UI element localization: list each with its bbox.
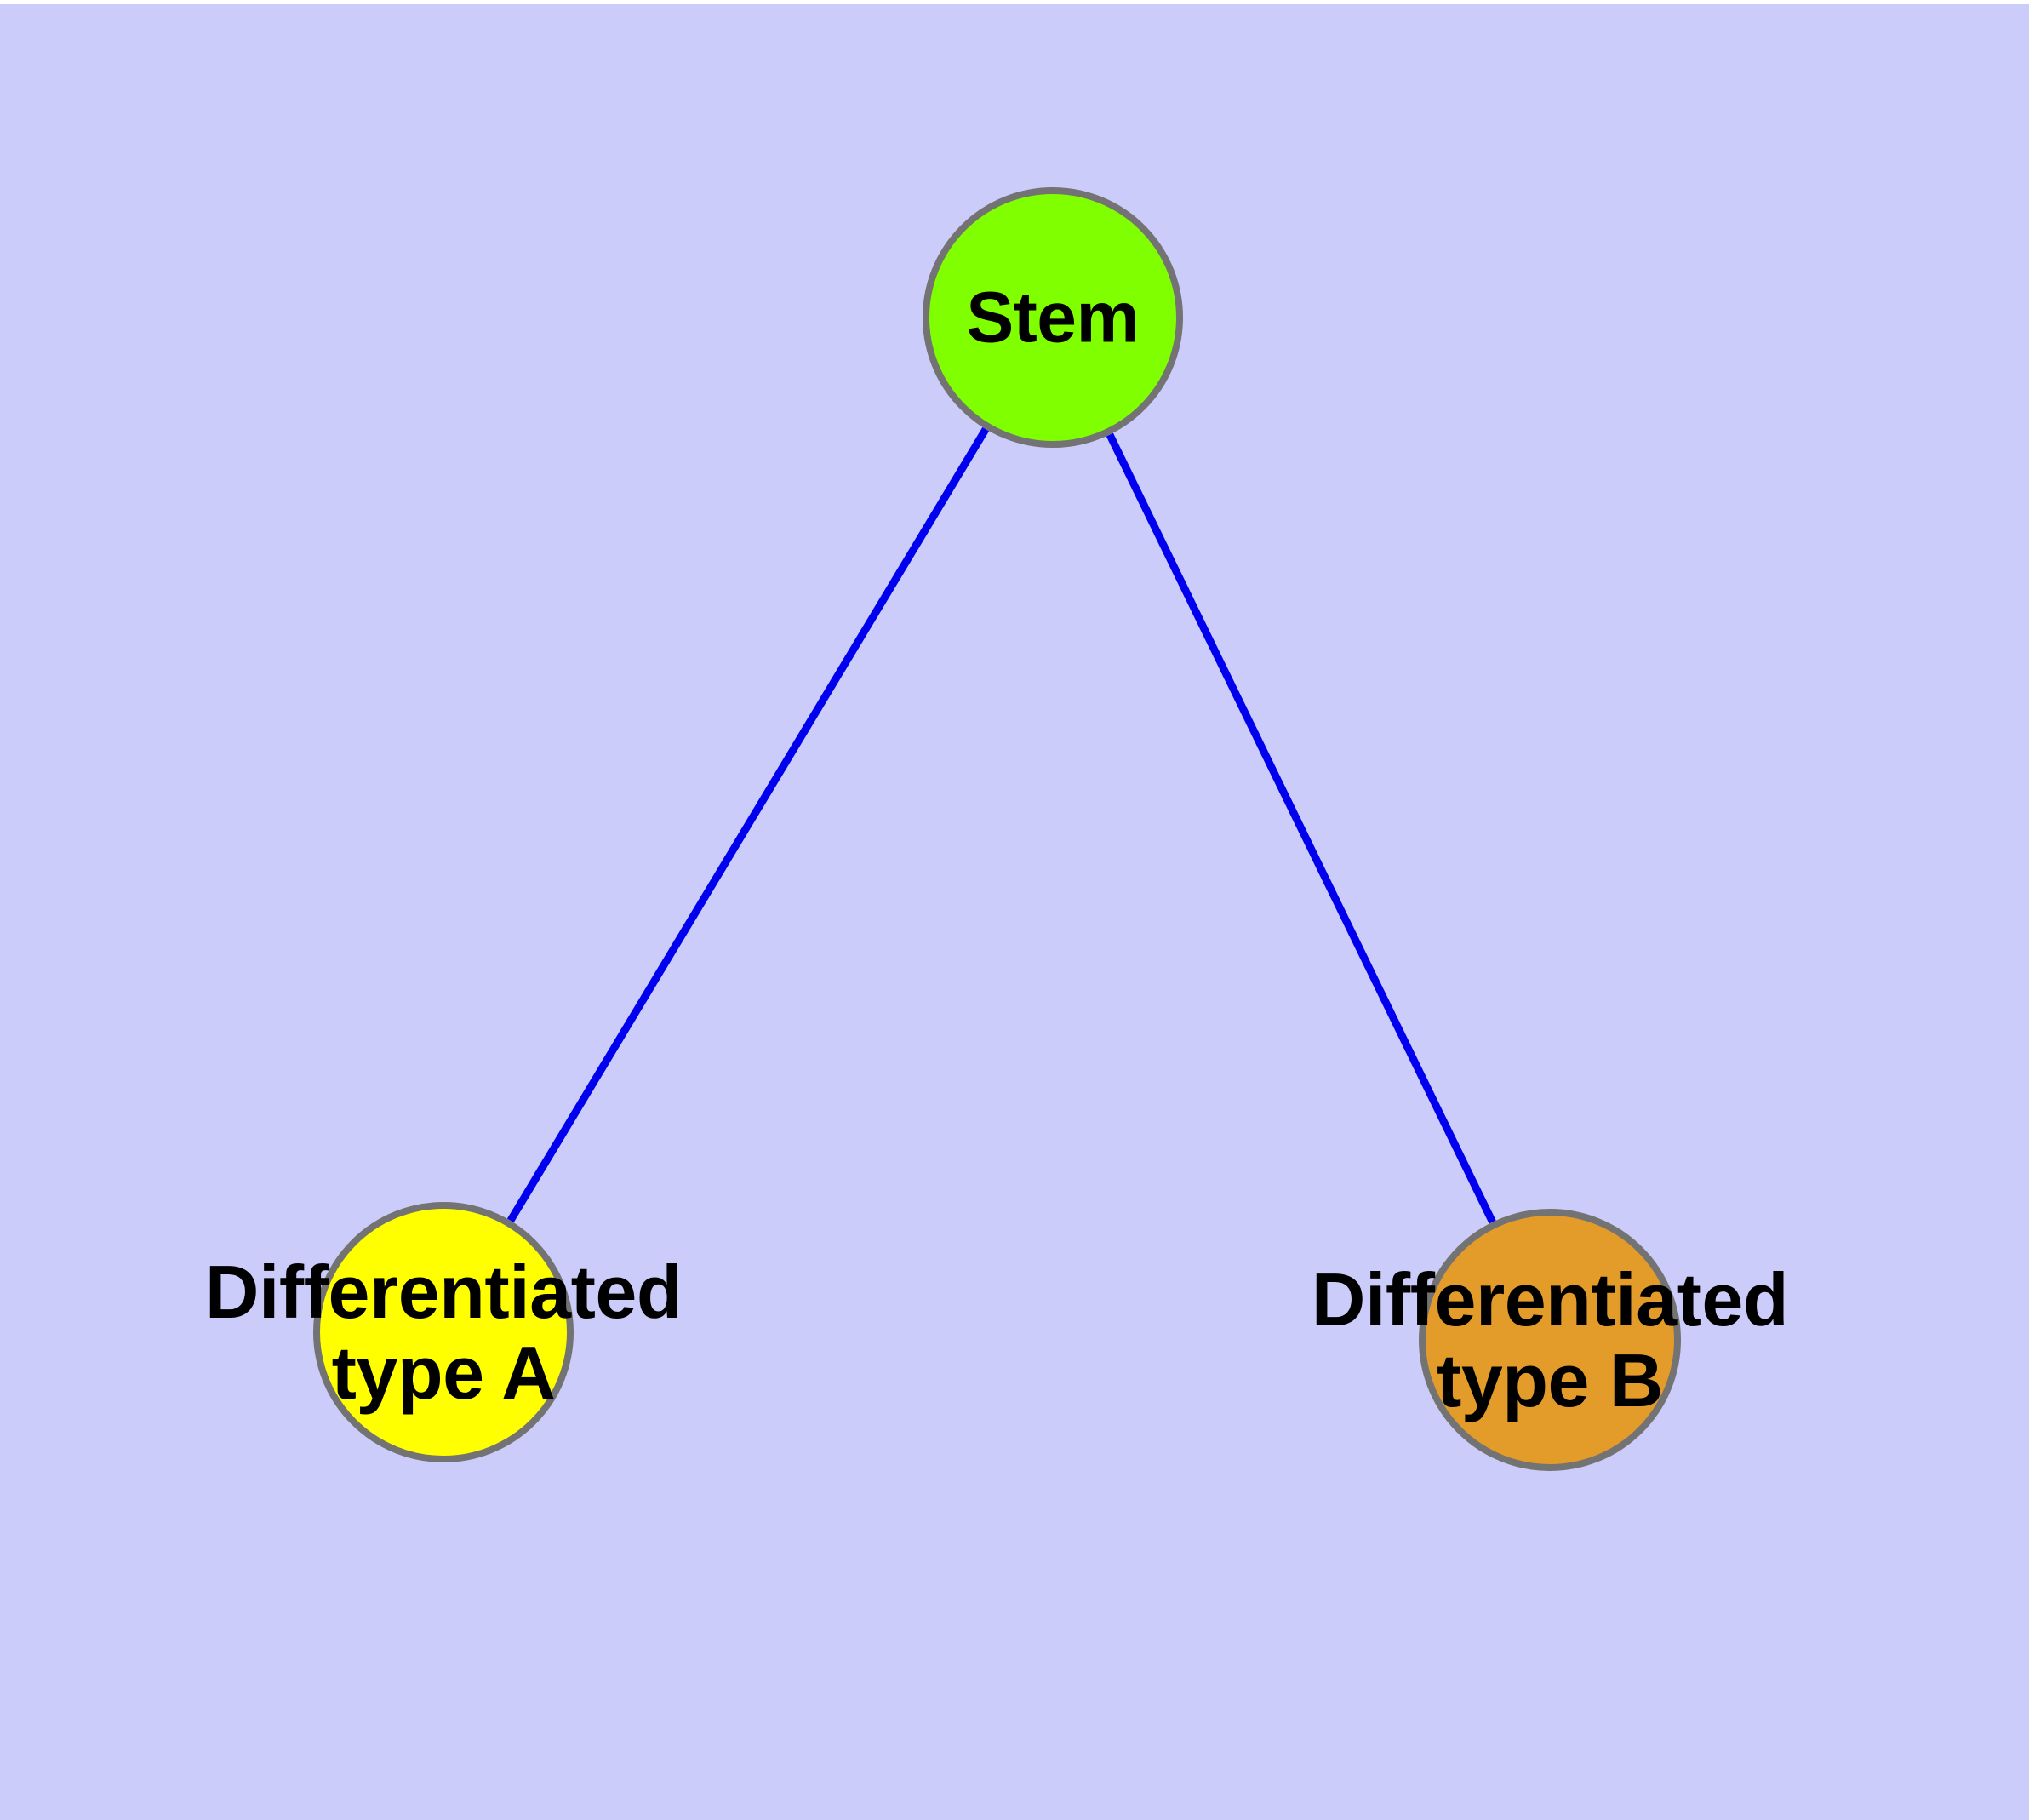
graph-edge <box>1106 432 1496 1224</box>
graph-edge <box>506 426 990 1223</box>
edge-layer <box>506 426 1496 1224</box>
graph-node-diff_a[interactable] <box>313 1202 574 1462</box>
graph-node-stem[interactable] <box>923 187 1183 448</box>
graph-node-diff_b[interactable] <box>1419 1209 1681 1471</box>
node-layer <box>313 187 1681 1471</box>
